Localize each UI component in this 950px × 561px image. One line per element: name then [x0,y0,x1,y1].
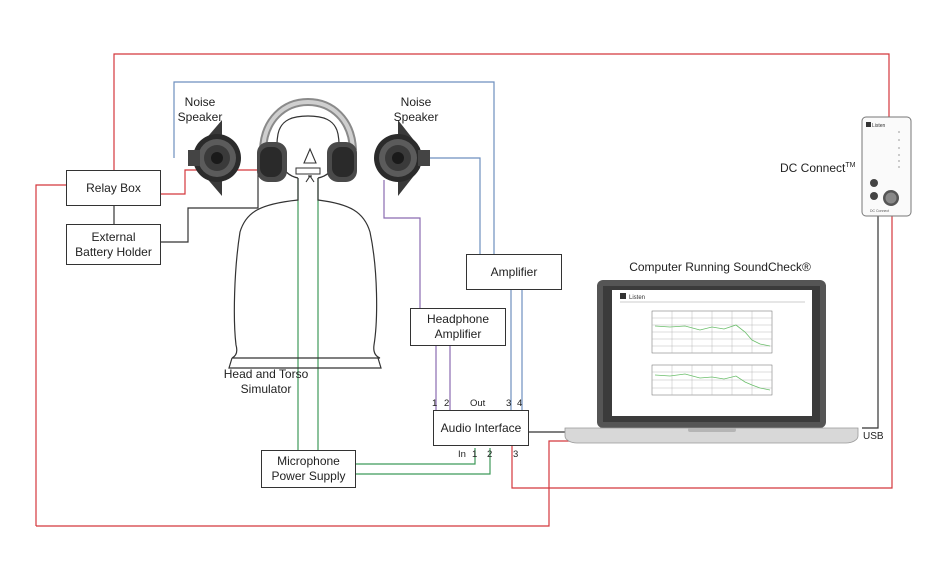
port-in-1: 1 [472,449,478,460]
battery-holder-label-1: External [91,229,136,244]
port-out-label: Out [470,398,486,409]
dc-connect-graphic [861,116,912,217]
battery-holder-box: External Battery Holder [66,224,161,265]
port-out-3: 3 [506,398,512,409]
headphone-amp-label-1: Headphone [426,312,490,326]
blue-wires [173,81,523,410]
port-in-2: 2 [487,449,493,460]
green-wires [297,178,491,475]
port-in-label: In [458,449,466,460]
relay-box-label: Relay Box [86,180,141,195]
mic-supply-label-1: Microphone [277,454,340,468]
laptop-logo: Listen [629,295,645,301]
dc-logo: Listen [872,123,886,129]
noise-speaker-right-line1: Noise [400,95,432,109]
black-wires [113,172,879,433]
hats-line1: Head and Torso [223,367,309,381]
port-out-1: 1 [432,398,438,409]
noise-speaker-right-label: Noise Speaker [392,95,440,125]
torso-outline [228,115,382,369]
noise-speaker-right-line2: Speaker [393,110,439,124]
headphone-amplifier-box: Headphone Amplifier [410,308,506,346]
audio-interface-label: Audio Interface [440,420,522,435]
mic-supply-label-2: Power Supply [271,469,346,483]
noise-speaker-left-graphic [188,120,241,196]
hats-label: Head and Torso Simulator [214,367,318,397]
hats-line2: Simulator [240,382,292,396]
dc-connect-text: DC Connect [780,161,846,175]
computer-label: Computer Running SoundCheck® [629,260,811,274]
face-marks [303,147,317,183]
laptop-graphic [564,280,859,444]
port-in-3: 3 [513,449,519,460]
relay-box: Relay Box [66,170,161,206]
amplifier-box: Amplifier [466,254,562,290]
mic-power-supply-box: Microphone Power Supply [261,450,356,488]
amplifier-label: Amplifier [490,264,538,279]
noise-speaker-right-graphic [374,120,430,196]
headphone-amp-label-2: Amplifier [434,327,482,341]
noise-speaker-left-line2: Speaker [177,110,223,124]
dc-connect-tm: TM [845,162,856,169]
dc-caption: DC Connect [870,209,889,213]
headphones [257,97,357,182]
purple-wires [383,180,451,410]
battery-holder-label-2: Battery Holder [75,244,152,259]
port-out-2: 2 [444,398,450,409]
red-wires [35,53,893,527]
port-out-4: 4 [517,398,523,409]
audio-interface-box: Audio Interface [433,410,529,446]
noise-speaker-left-line1: Noise [184,95,216,109]
dc-connect-label: DC ConnectTM [780,158,855,176]
noise-speaker-left-label: Noise Speaker [176,95,224,125]
usb-label: USB [863,431,884,442]
